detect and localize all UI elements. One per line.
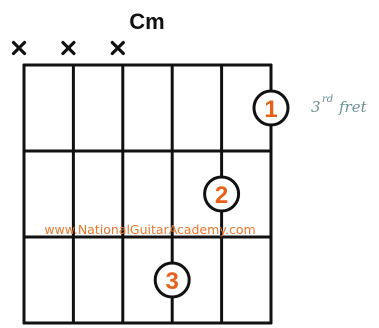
- chord-title: Cm: [129, 9, 164, 34]
- fret-ordinal-suffix: rd: [322, 94, 333, 105]
- fret-number: 3: [311, 98, 321, 116]
- finger-dot: 3: [153, 261, 191, 299]
- finger-number: 2: [215, 182, 228, 209]
- mute-x-icon: [110, 40, 125, 56]
- finger-dot: 1: [252, 89, 290, 127]
- finger-number: 1: [264, 96, 277, 123]
- finger-dot: 2: [203, 175, 241, 213]
- finger-number: 3: [166, 268, 179, 295]
- fret-position-label: 3 rd fret: [311, 94, 368, 116]
- finger-circle: [203, 175, 241, 213]
- finger-circle: [252, 89, 290, 127]
- finger-positions: 1 2 3: [153, 89, 290, 299]
- mute-x-icon: [11, 40, 27, 56]
- muted-strings: [11, 40, 125, 56]
- finger-circle: [153, 261, 191, 299]
- watermark-text: www.NationalGuitarAcademy.com: [44, 222, 255, 237]
- fret-word: fret: [338, 98, 368, 116]
- mute-x-icon: [61, 40, 76, 56]
